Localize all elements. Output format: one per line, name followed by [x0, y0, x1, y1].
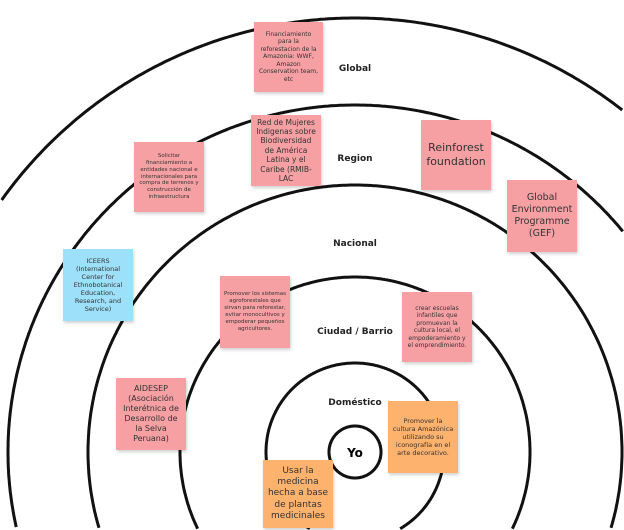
sticky-note-financiamiento[interactable]: Financiamiento para la reforestacion de …: [254, 22, 323, 92]
sticky-note-cultura-amazonica[interactable]: Promover la cultura Amazónica utilizando…: [388, 401, 458, 473]
sticky-note-sistemas-agroforestales[interactable]: Promover los sistemas agroforestales que…: [220, 276, 290, 348]
label-nacional: Nacional: [333, 239, 377, 249]
label-yo: Yo: [347, 446, 363, 460]
sticky-note-rmib-lac[interactable]: Red de Mujeres Indigenas sobre Biodivers…: [251, 115, 321, 186]
sticky-note-gef[interactable]: Global Environment Programme (GEF): [507, 180, 577, 252]
sticky-note-solicitar-financiamiento[interactable]: Solicitar financiamiento a entidades nac…: [134, 142, 204, 212]
ring-ciudad: [510, 452, 532, 530]
ring-region: [6, 103, 624, 528]
sticky-note-aidesep[interactable]: AIDESEP (Asociación Interétnica de Desar…: [116, 378, 186, 450]
label-ciudad-barrio: Ciudad / Barrio: [317, 327, 393, 337]
ring-nacional: [86, 183, 624, 529]
sticky-note-reinforest-foundation[interactable]: Reinforest foundation: [421, 120, 491, 190]
sticky-note-medicina-plantas[interactable]: Usar la medicina hecha a base de plantas…: [263, 460, 333, 528]
ring-nacional: [609, 452, 624, 529]
sticky-note-iceers[interactable]: ICEERS (International Center for Ethnobo…: [63, 249, 133, 321]
label-region: Region: [337, 154, 373, 164]
label-domestico: Doméstico: [328, 398, 382, 408]
label-global: Global: [338, 64, 372, 74]
ring-yo: [327, 424, 383, 480]
sticky-note-escuelas-infantiles[interactable]: crear escuelas infantiles que promuevan …: [402, 292, 472, 362]
